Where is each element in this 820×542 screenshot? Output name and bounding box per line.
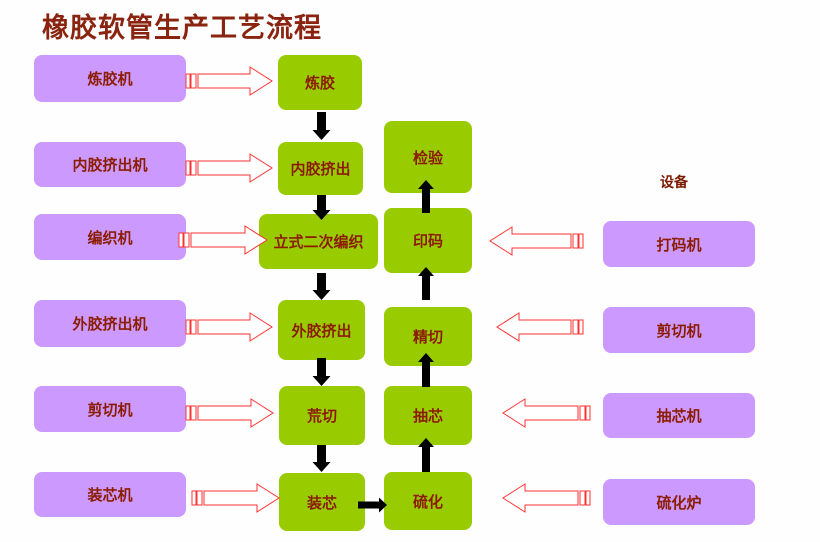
process-step-core-pulling: 抽芯	[384, 386, 472, 445]
equipment-feed-arrow	[502, 398, 591, 428]
arrow-tail-segment	[191, 490, 197, 506]
arrow-tail-segment	[579, 490, 586, 506]
process-label: 荒切	[306, 407, 337, 425]
arrow-tail-segment	[572, 319, 579, 335]
arrow-tail-segment	[579, 405, 586, 421]
arrow-right-outline	[203, 483, 280, 513]
arrow-left-outline	[496, 312, 572, 342]
arrow-tail-segment	[185, 319, 191, 335]
arrow-tail-segment	[585, 405, 591, 421]
equipment-label: 抽芯机	[656, 407, 702, 425]
arrow-right-outline	[197, 398, 274, 428]
equipment-box-cutter-left: 剪切机	[34, 386, 186, 432]
equipment-label: 内胶挤出机	[72, 156, 148, 174]
equipment-feed-arrow	[185, 398, 274, 428]
equipment-label: 装芯机	[87, 486, 133, 504]
equipment-box-printer: 打码机	[603, 221, 755, 267]
process-label: 炼胶	[304, 74, 335, 92]
equipment-label: 外胶挤出机	[72, 315, 148, 333]
process-label: 立式二次编织	[273, 233, 364, 251]
arrow-tail-segment	[190, 73, 197, 89]
arrow-tail-segment	[185, 160, 191, 176]
diagram-title: 橡胶软管生产工艺流程	[42, 13, 322, 44]
arrow-tail-segment	[190, 319, 197, 335]
process-step-mixing: 炼胶	[278, 55, 362, 110]
equipment-box-outer-extruder: 外胶挤出机	[34, 300, 186, 347]
equipment-box-inner-extruder: 内胶挤出机	[34, 142, 186, 187]
arrow-left-outline	[502, 483, 579, 513]
equipment-label: 打码机	[656, 235, 702, 254]
equipment-box-core-puller: 抽芯机	[603, 393, 755, 438]
arrow-tail-segment	[578, 233, 584, 249]
process-step-fine-cutting: 精切	[384, 307, 472, 366]
equipment-feed-arrow	[191, 483, 280, 513]
process-step-outer-extrusion: 外胶挤出	[278, 300, 365, 360]
arrow-tail-segment	[572, 233, 579, 249]
equipment-feed-arrow	[496, 312, 584, 342]
process-step-vulcanization: 硫化	[384, 472, 472, 530]
arrow-tail-segment	[578, 319, 584, 335]
equipment-feed-arrow	[185, 312, 273, 342]
process-step-inner-extrusion: 内胶挤出	[278, 142, 363, 195]
equipment-feed-arrow	[489, 226, 584, 256]
equipment-feed-arrow	[185, 66, 273, 96]
equipment-label: 剪切机	[656, 321, 702, 340]
arrow-tail-segment	[190, 405, 197, 421]
equipment-feed-arrow	[178, 225, 268, 255]
equipment-label: 编织机	[87, 228, 133, 247]
arrow-left-outline	[489, 226, 572, 256]
process-label: 精切	[412, 328, 443, 346]
arrow-right-outline	[190, 225, 268, 255]
equipment-label: 炼胶机	[87, 70, 133, 88]
arrow-left-outline	[502, 398, 579, 428]
process-step-core-loading: 装芯	[279, 473, 365, 531]
equipment-header: 设备	[660, 175, 688, 191]
equipment-box-mixer: 炼胶机	[34, 55, 186, 102]
process-label: 硫化	[412, 492, 443, 511]
process-label: 外胶挤出	[291, 321, 352, 340]
flow-arrow-down	[312, 358, 331, 386]
equipment-label: 剪切机	[87, 400, 133, 419]
arrow-tail-segment	[196, 490, 203, 506]
arrow-tail-segment	[190, 160, 197, 176]
flow-arrow-down	[312, 112, 331, 140]
process-label: 检验	[412, 148, 443, 167]
process-label: 装芯	[306, 493, 337, 512]
equipment-box-core-loader: 装芯机	[34, 472, 186, 517]
flow-arrow-down	[312, 273, 331, 300]
arrow-right-outline	[197, 153, 273, 183]
process-label: 内胶挤出	[290, 160, 351, 178]
equipment-box-vulcanizer: 硫化炉	[603, 479, 755, 525]
arrow-tail-segment	[585, 490, 591, 506]
process-step-inspection: 检验	[384, 121, 472, 193]
process-step-vertical-braiding: 立式二次编织	[259, 214, 378, 269]
process-step-rough-cutting: 荒切	[279, 386, 365, 445]
equipment-box-cutter-right: 剪切机	[603, 307, 755, 353]
flow-arrow-down	[312, 445, 331, 472]
process-label: 抽芯	[412, 407, 443, 425]
equipment-feed-arrow	[502, 483, 591, 513]
equipment-label: 硫化炉	[656, 493, 702, 512]
arrow-right-outline	[197, 312, 273, 342]
equipment-feed-arrow	[185, 153, 273, 183]
process-label: 印码	[412, 232, 443, 250]
equipment-box-braiding-machine: 编织机	[34, 214, 186, 260]
arrow-tail-segment	[185, 405, 191, 421]
process-step-printing: 印码	[384, 208, 472, 273]
arrow-tail-segment	[185, 73, 191, 89]
arrow-right-outline	[197, 66, 273, 96]
